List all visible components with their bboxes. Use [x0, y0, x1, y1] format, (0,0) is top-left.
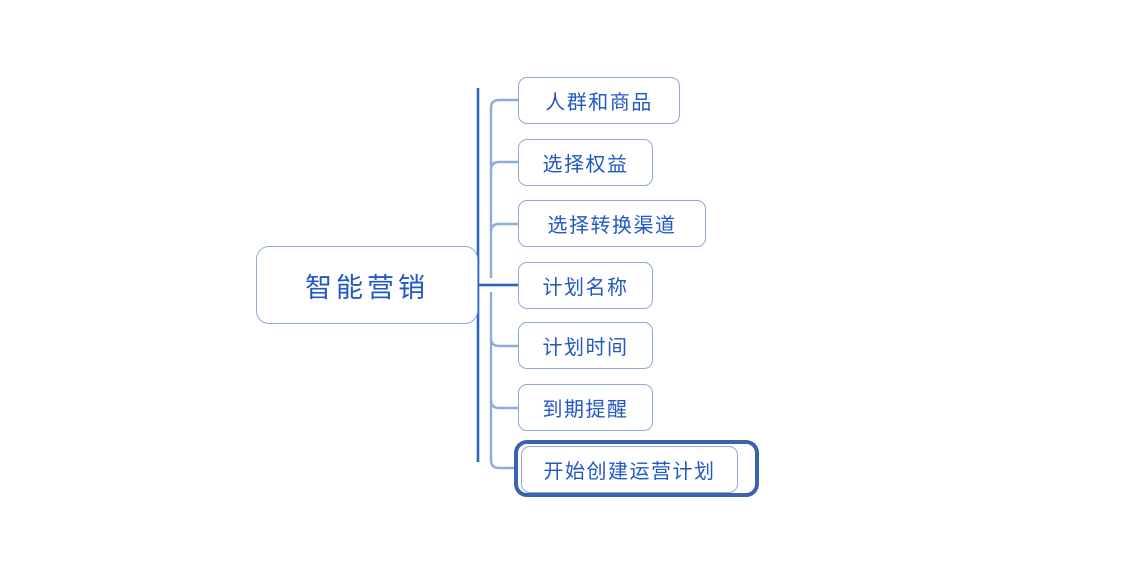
mindmap-node-xuanze-zhuanhuan-qudao[interactable]: 选择转换渠道	[518, 200, 706, 247]
mindmap-node-kaishi-chuangjian-yunying-jihua[interactable]: 开始创建运营计划	[521, 446, 738, 493]
mindmap-node-label: 计划名称	[542, 277, 629, 299]
mindmap-root-node[interactable]: 智能营销	[256, 246, 478, 324]
mindmap-node-label: 开始创建运营计划	[543, 461, 716, 483]
mindmap-node-jihua-mingcheng[interactable]: 计划名称	[518, 262, 653, 309]
mindmap-node-label: 人群和商品	[545, 92, 653, 114]
mindmap-node-label: 选择权益	[542, 154, 629, 176]
mindmap-node-daoqi-tixing[interactable]: 到期提醒	[518, 384, 653, 431]
mindmap-root-label: 智能营销	[305, 272, 429, 303]
mindmap-node-xuanze-quanyi[interactable]: 选择权益	[518, 139, 653, 186]
mindmap-node-label: 计划时间	[542, 337, 629, 359]
mindmap-node-renqun-he-shangpin[interactable]: 人群和商品	[518, 77, 680, 124]
mindmap-node-jihua-shijian[interactable]: 计划时间	[518, 322, 653, 369]
mindmap-node-label: 到期提醒	[542, 399, 629, 421]
mindmap-node-label: 选择转换渠道	[547, 215, 677, 237]
mindmap-selection-frame	[514, 440, 759, 497]
